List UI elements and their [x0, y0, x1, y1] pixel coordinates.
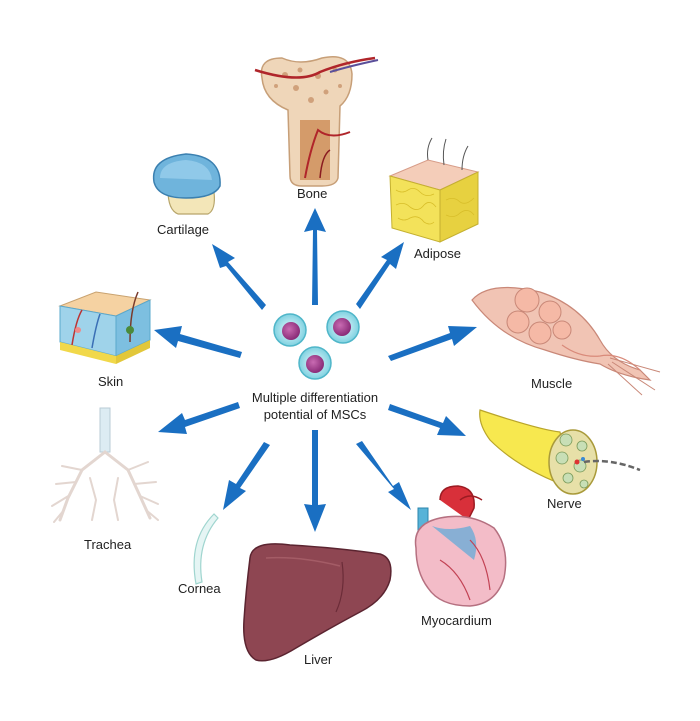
label-bone: Bone [297, 186, 328, 201]
bone-illustration [254, 56, 379, 187]
liver-illustration [243, 543, 392, 662]
cartilage-illustration [152, 153, 221, 215]
center-caption: Multiple differentiation potential of MS… [225, 389, 405, 423]
skin-illustration [58, 291, 152, 364]
arrow-to-cartilage [212, 244, 266, 310]
adipose-illustration [388, 137, 480, 243]
muscle-illustration [471, 286, 661, 396]
label-muscle: Muscle [531, 376, 573, 391]
label-cartilage: Cartilage [157, 222, 210, 237]
arrow-to-adipose [356, 242, 404, 309]
arrow-to-bone [304, 208, 326, 305]
cornea-illustration [193, 513, 219, 585]
arrow-to-skin [154, 326, 242, 358]
msc-cells [273, 310, 360, 380]
label-nerve: Nerve [547, 496, 582, 511]
label-liver: Liver [304, 652, 333, 667]
center-caption-line2: potential of MSCs [263, 407, 367, 422]
arrow-to-cornea [223, 442, 270, 510]
msc-cell-1 [273, 313, 307, 347]
trachea-illustration [51, 407, 159, 523]
arrow-to-myocardium [356, 441, 411, 510]
label-cornea: Cornea [178, 581, 221, 596]
msc-cell-3 [298, 346, 332, 380]
msc-cell-2 [326, 310, 360, 344]
differentiation-arrows [154, 208, 477, 532]
arrow-to-trachea [158, 402, 240, 434]
label-trachea: Trachea [84, 537, 132, 552]
label-adipose: Adipose [414, 246, 461, 261]
myocardium-illustration [414, 485, 507, 607]
arrow-to-liver [304, 430, 326, 532]
nerve-illustration [479, 409, 641, 495]
arrow-to-muscle [388, 326, 477, 361]
arrow-to-nerve [388, 404, 466, 436]
label-skin: Skin [98, 374, 124, 389]
center-caption-line1: Multiple differentiation [251, 390, 379, 405]
label-myocardium: Myocardium [421, 613, 492, 628]
